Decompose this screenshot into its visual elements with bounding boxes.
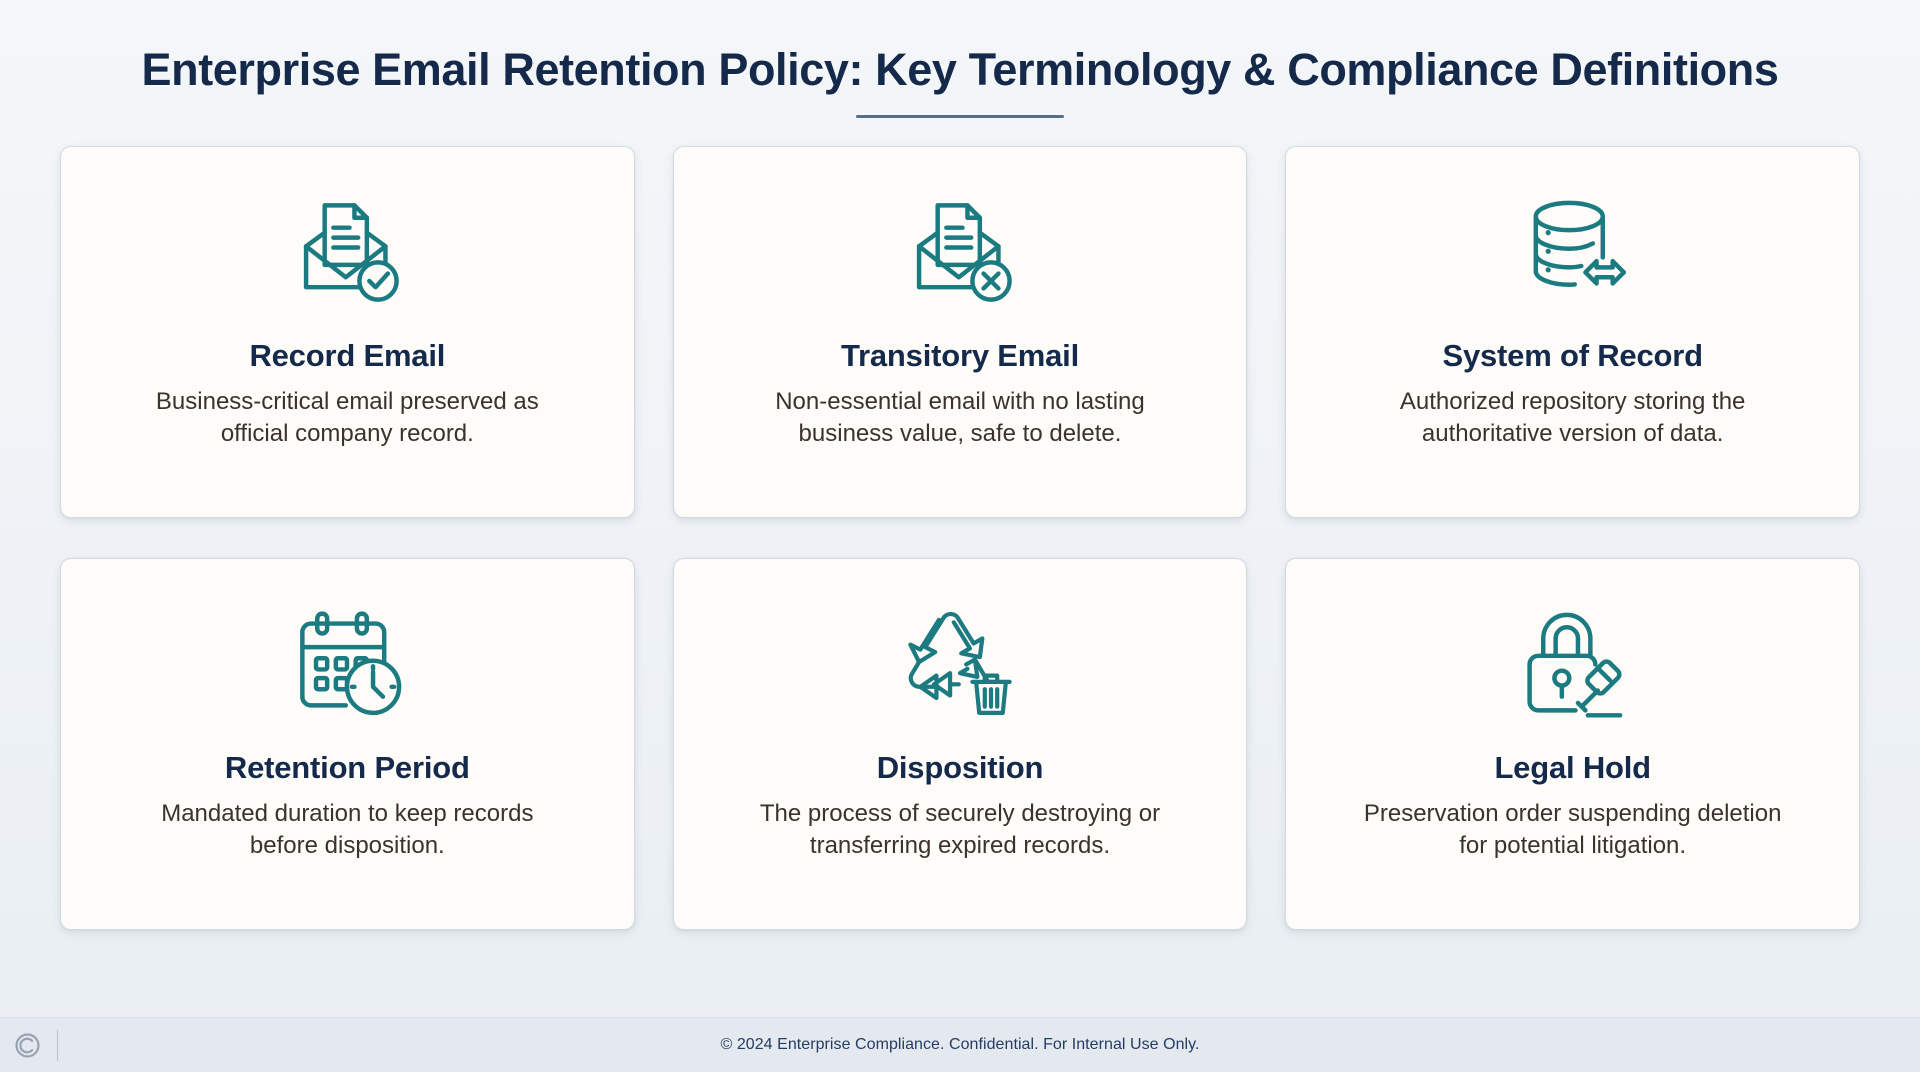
envelope-document-check-icon	[285, 187, 409, 313]
card-description: Business-critical email preserved as off…	[155, 387, 539, 447]
footer-divider	[57, 1029, 58, 1061]
header: Enterprise Email Retention Policy: Key T…	[0, 0, 1920, 118]
definition-card-disposition[interactable]: Disposition The process of securely dest…	[672, 557, 1248, 930]
page-title: Enterprise Email Retention Policy: Key T…	[141, 44, 1779, 95]
footer: © 2024 Enterprise Compliance. Confidenti…	[0, 1017, 1920, 1072]
card-description: Preservation order suspending deletion f…	[1363, 799, 1782, 859]
lock-gavel-icon	[1511, 599, 1635, 725]
c-monogram-logo	[15, 1032, 40, 1058]
card-title: Retention Period	[224, 749, 470, 785]
card-title: Transitory Email	[840, 337, 1079, 373]
footer-copyright: © 2024 Enterprise Compliance. Confidenti…	[720, 1036, 1200, 1053]
definition-card-transitory-email[interactable]: Transitory Email Non-essential email wit…	[672, 145, 1248, 518]
definition-card-record-email[interactable]: Record Email Business-critical email pre…	[60, 145, 635, 518]
definition-card-retention-period[interactable]: Retention Period Mandated duration to ke…	[60, 557, 635, 930]
envelope-document-x-icon	[898, 187, 1022, 313]
card-title: Legal Hold	[1494, 749, 1651, 785]
card-title: Record Email	[249, 337, 446, 373]
calendar-clock-icon	[285, 599, 409, 725]
definitions-grid: Record Email Business-critical email pre…	[60, 145, 1860, 930]
footer-brand	[14, 1018, 58, 1072]
card-description: Non-essential email with no lasting busi…	[775, 387, 1145, 447]
card-title: System of Record	[1442, 337, 1703, 373]
title-accent-rule	[856, 114, 1064, 118]
card-description: Mandated duration to keep records before…	[161, 799, 534, 859]
card-description: The process of securely destroying or tr…	[759, 799, 1161, 859]
database-transfer-icon	[1511, 187, 1635, 313]
definition-card-system-of-record[interactable]: System of Record Authorized repository s…	[1285, 145, 1860, 518]
definitions-grid-wrapper: Record Email Business-critical email pre…	[0, 118, 1920, 1017]
recycle-trash-icon	[898, 599, 1022, 725]
card-title: Disposition	[876, 749, 1044, 785]
definition-card-legal-hold[interactable]: Legal Hold Preservation order suspending…	[1285, 557, 1860, 930]
card-description: Authorized repository storing the author…	[1399, 387, 1746, 447]
